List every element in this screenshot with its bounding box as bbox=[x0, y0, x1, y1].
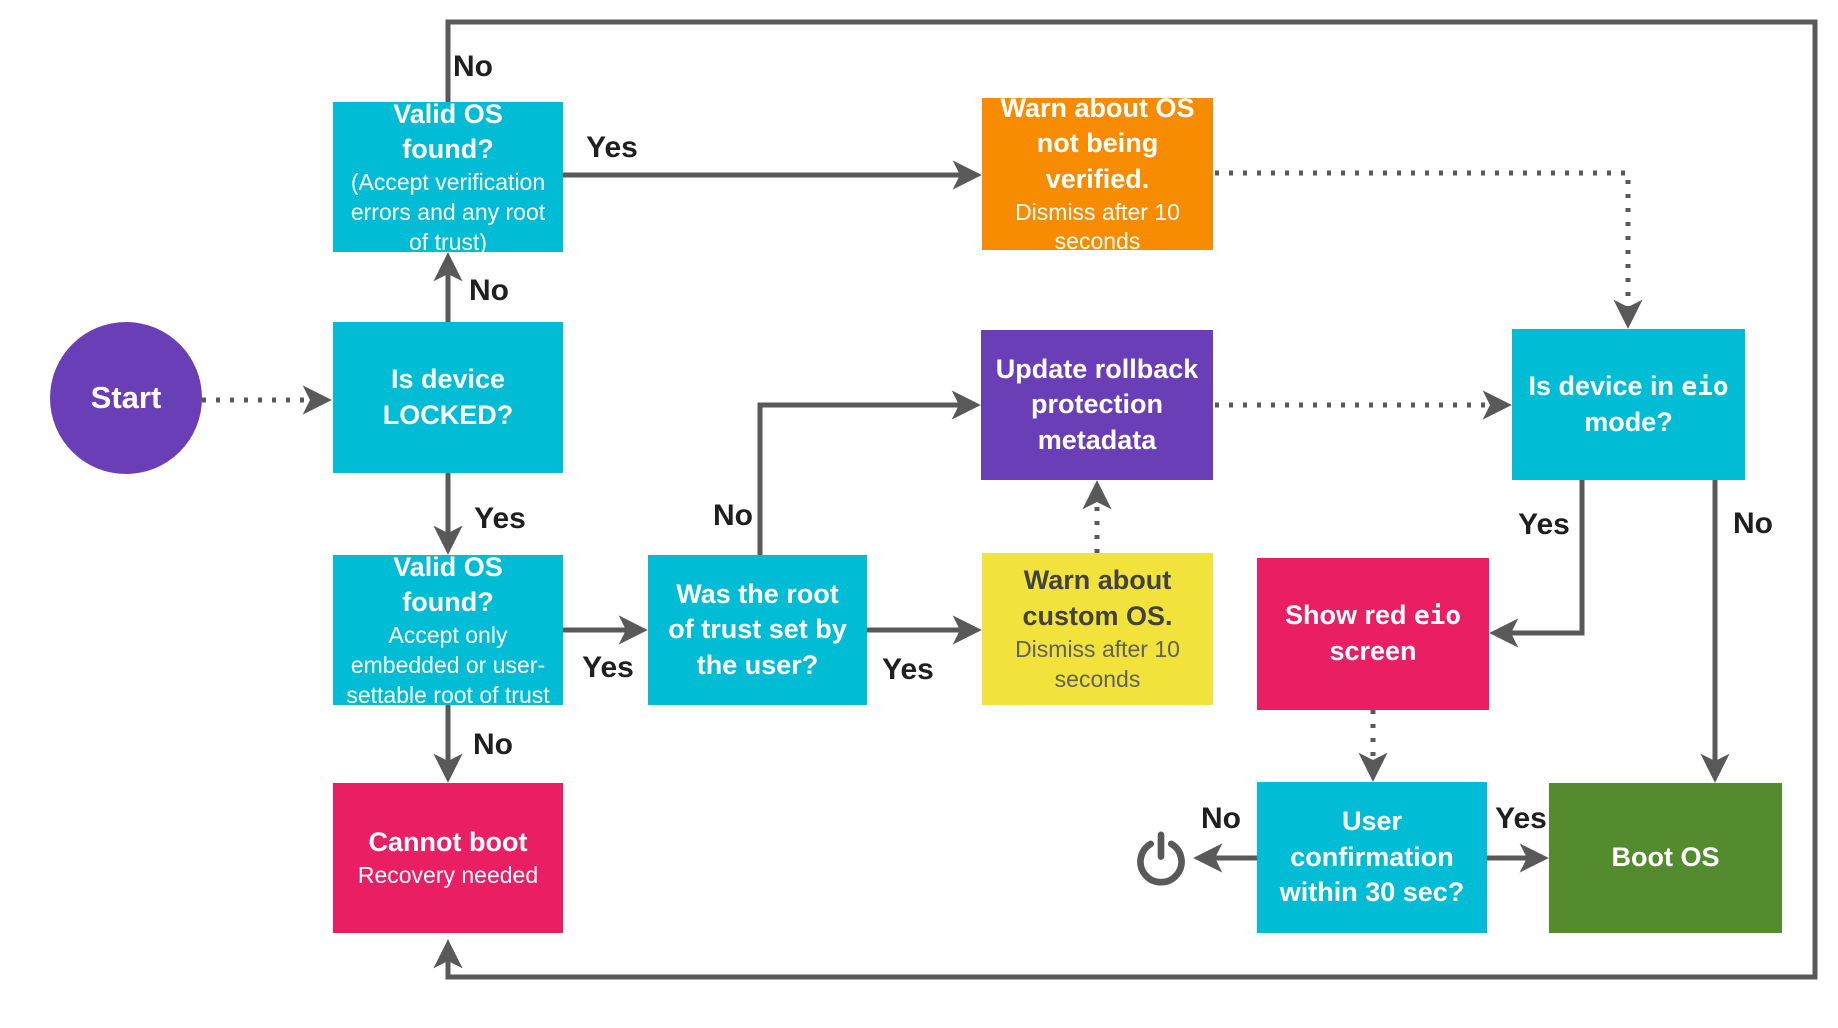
node-warn-custom-os: Warn about custom OS. Dismiss after 10 s… bbox=[982, 553, 1213, 705]
node-warn-not-verified: Warn about OS not being verified. Dismis… bbox=[982, 93, 1213, 254]
edge-label-root-yes: Yes bbox=[882, 653, 934, 686]
node-title: Is device LOCKED? bbox=[382, 363, 514, 430]
node-is-device-in-eio-mode: Is device in eio mode? bbox=[1512, 329, 1745, 480]
edge-label-strict-yes: Yes bbox=[582, 651, 634, 684]
node-root-of-trust: Was the root of trust set by the user? bbox=[648, 555, 867, 705]
node-boot-os: Boot OS bbox=[1549, 783, 1782, 933]
edge-label-confirm-no: No bbox=[1201, 802, 1241, 835]
edge-label-valid-top-yes: Yes bbox=[586, 131, 638, 164]
node-subtitle: Dismiss after 10 seconds bbox=[1015, 198, 1180, 255]
node-title: User confirmation within 30 sec? bbox=[1279, 806, 1465, 908]
node-title: Warn about OS not being verified. bbox=[1000, 92, 1195, 194]
node-update-rollback: Update rollback protection metadata bbox=[981, 330, 1213, 480]
edge-label-valid-top-no: No bbox=[453, 50, 493, 83]
node-valid-os-top: Valid OS found? (Accept verification err… bbox=[333, 99, 563, 255]
edge-label-locked-yes: Yes bbox=[474, 502, 526, 535]
node-subtitle: Dismiss after 10 seconds bbox=[1015, 635, 1180, 692]
node-title: Valid OS found? bbox=[393, 98, 503, 165]
node-subtitle: (Accept verification errors and any root… bbox=[350, 168, 546, 255]
node-subtitle: Recovery needed bbox=[357, 861, 539, 888]
edge-warn-not-verified-to-eio bbox=[1215, 170, 1643, 329]
edge-label-root-no: No bbox=[713, 499, 753, 532]
start-label: Start bbox=[90, 380, 162, 415]
node-title: Valid OS found? bbox=[393, 551, 503, 618]
node-subtitle: Accept only embedded or user-settable ro… bbox=[346, 621, 550, 708]
node-title: Show red eio screen bbox=[1285, 600, 1461, 666]
node-title: Update rollback protection metadata bbox=[995, 353, 1199, 455]
node-user-confirmation: User confirmation within 30 sec? bbox=[1257, 782, 1487, 933]
edge-label-eio-yes: Yes bbox=[1518, 508, 1570, 541]
node-title: Cannot boot bbox=[368, 827, 528, 858]
node-is-device-locked: Is device LOCKED? bbox=[333, 322, 563, 473]
edge-label-strict-no: No bbox=[473, 728, 513, 761]
node-cannot-boot: Cannot boot Recovery needed bbox=[333, 783, 563, 933]
node-title: Was the root of trust set by the user? bbox=[668, 578, 847, 680]
edge-label-locked-no: No bbox=[469, 274, 509, 307]
node-title: Is device in eio mode? bbox=[1528, 370, 1729, 437]
node-title: Warn about custom OS. bbox=[1022, 565, 1173, 632]
edge-valid-top-no-loop-to-cannot-boot bbox=[433, 19, 1818, 980]
power-icon bbox=[1137, 831, 1185, 886]
node-valid-os-strict: Valid OS found? Accept only embedded or … bbox=[333, 552, 563, 708]
edge-label-eio-no: No bbox=[1733, 507, 1773, 540]
eio-code-text: eio bbox=[1681, 371, 1729, 402]
node-show-red-eio-screen: Show red eio screen bbox=[1257, 558, 1489, 710]
edge-label-confirm-yes: Yes bbox=[1495, 802, 1547, 835]
edge-eio-yes-to-show-red bbox=[1489, 480, 1585, 648]
eio-code-text: eio bbox=[1414, 601, 1461, 632]
start-node: Start bbox=[50, 322, 202, 474]
node-title: Boot OS bbox=[1611, 842, 1720, 873]
edge-root-no-to-update-rollback bbox=[757, 390, 981, 555]
